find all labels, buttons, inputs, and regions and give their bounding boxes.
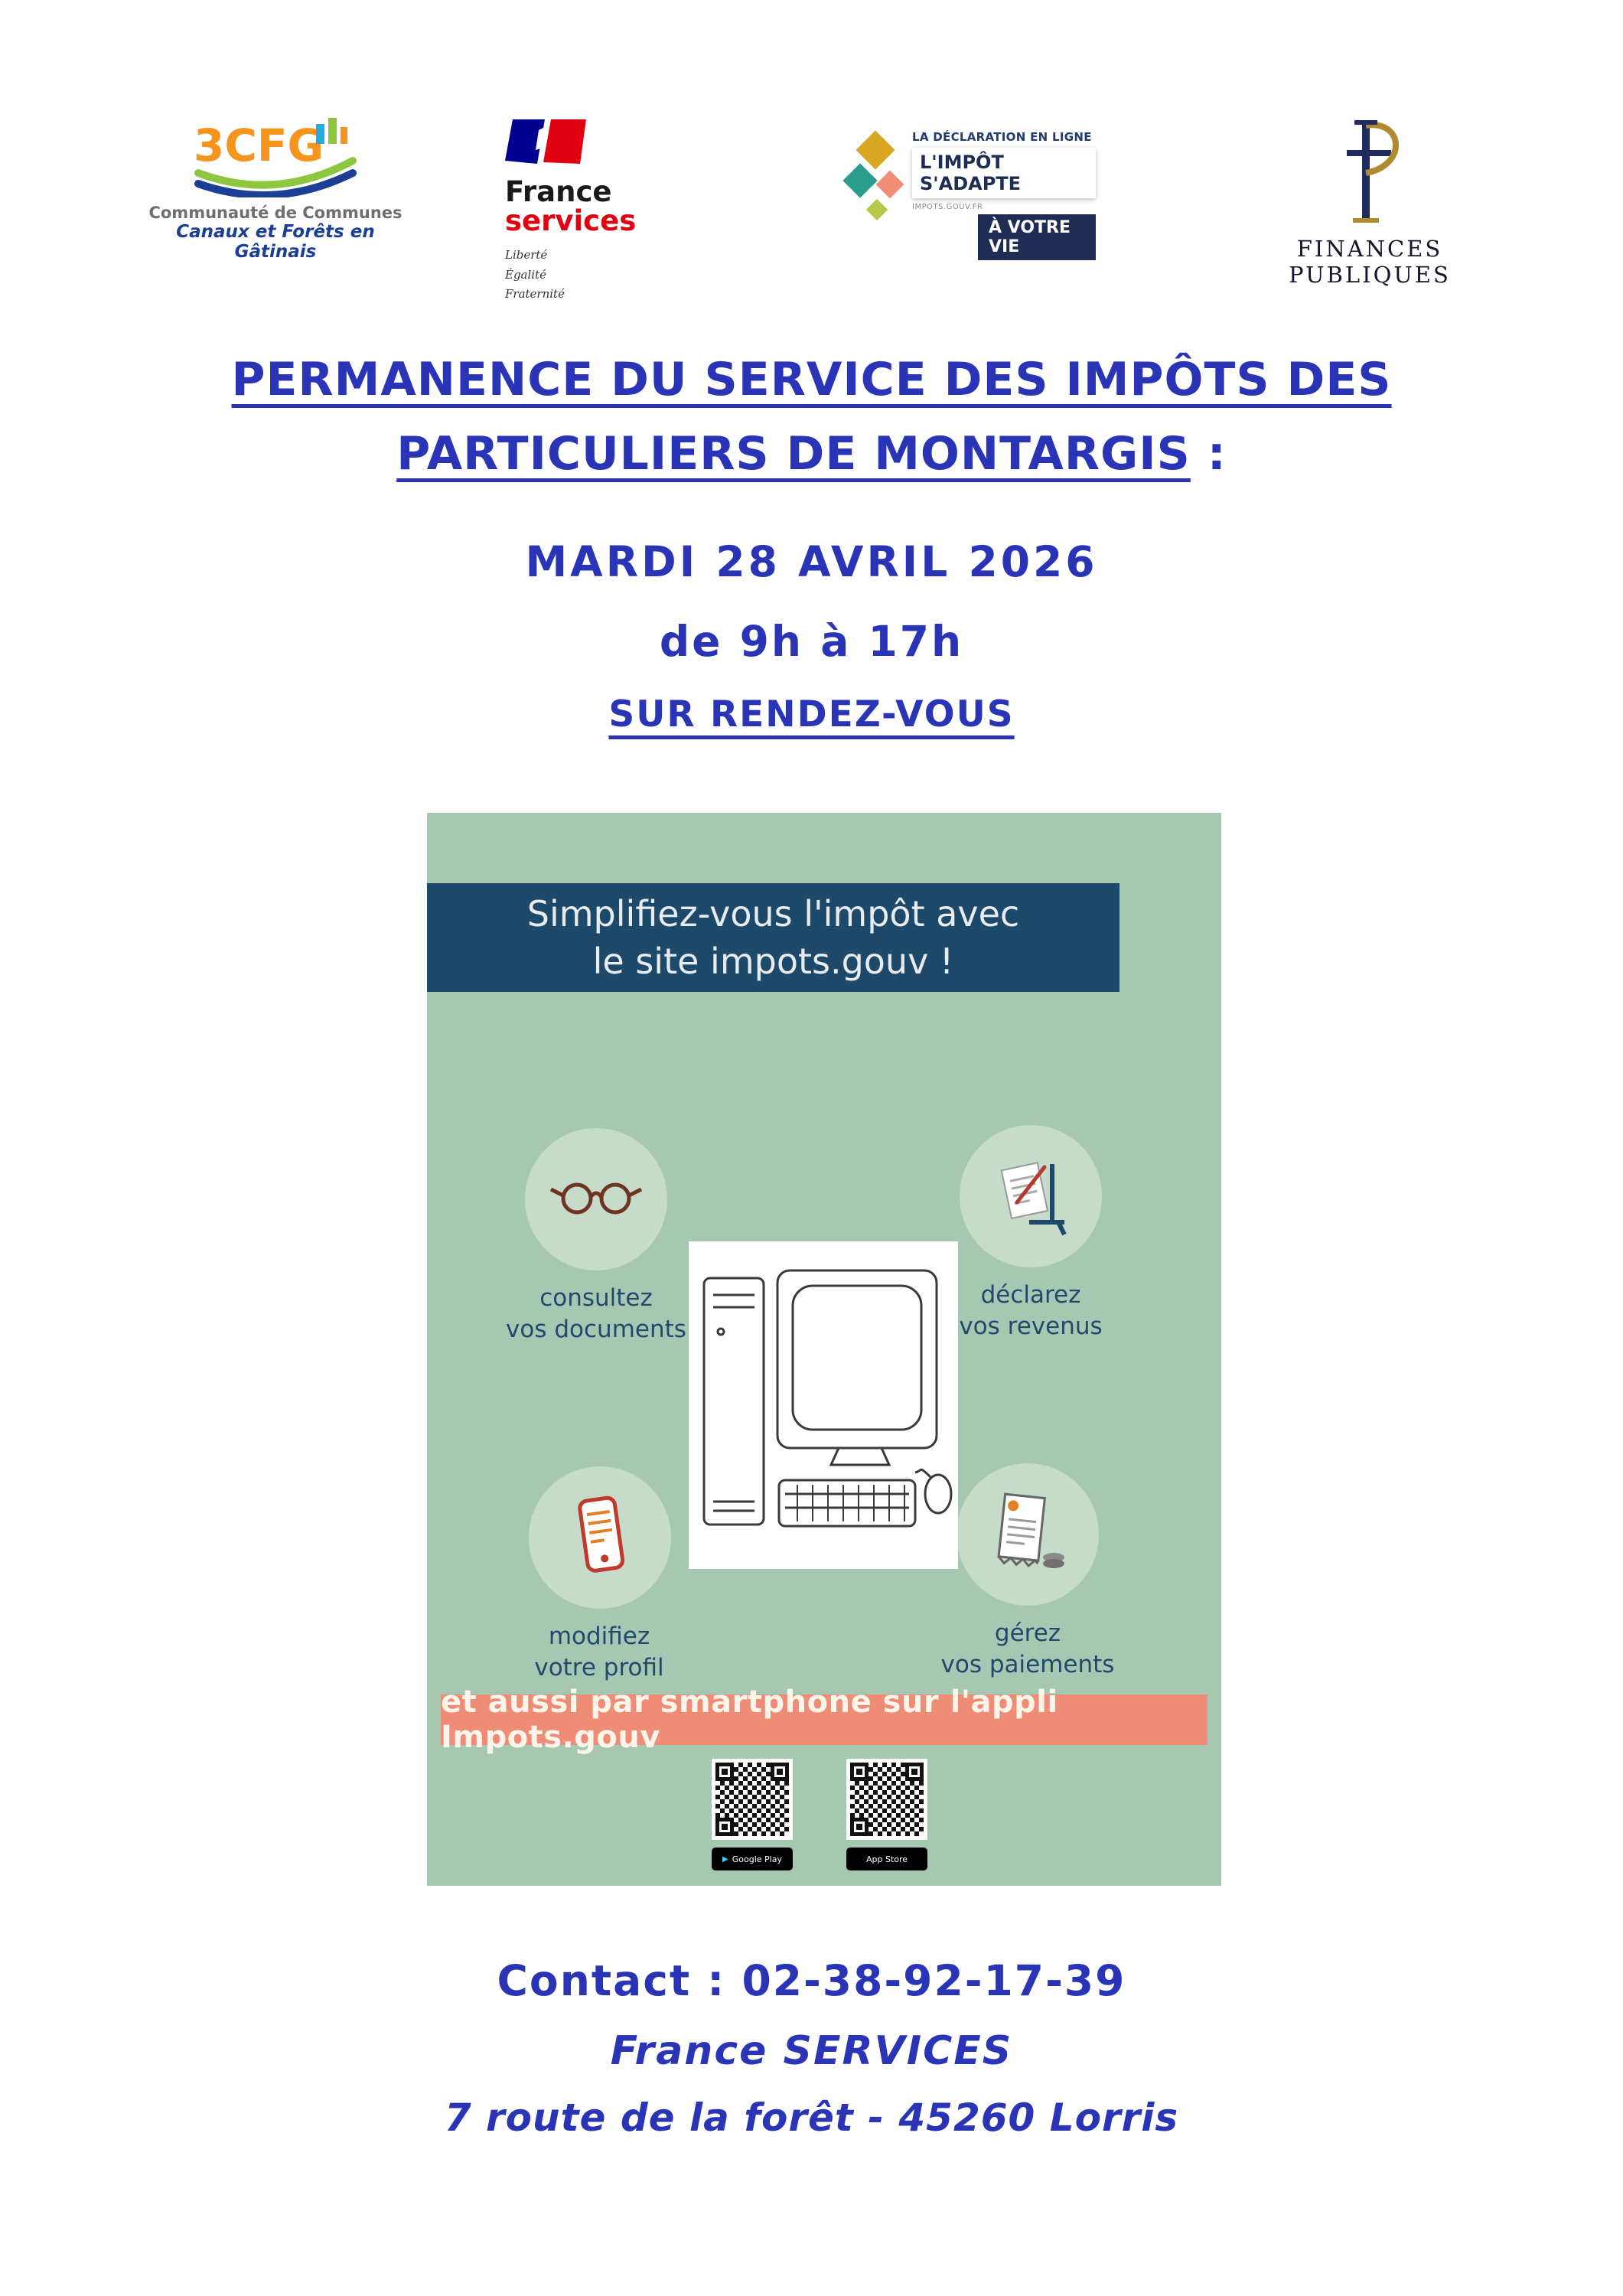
qr-finder-icon <box>850 1763 869 1781</box>
declaration-badge-text: LA DÉCLARATION EN LIGNE L'IMPÔT S'ADAPTE… <box>912 130 1096 260</box>
appointment-note: SUR RENDEZ-VOUS <box>0 693 1623 735</box>
motto-egalite: Égalité <box>505 267 546 282</box>
feature-profil-line1: modifiez <box>548 1623 650 1650</box>
feature-documents-line2: vos documents <box>506 1315 686 1343</box>
qr-code-app-store <box>846 1759 927 1840</box>
feature-paiements-line2: vos paiements <box>940 1650 1115 1678</box>
poster-headline-line-1: Simplifiez-vous l'impôt avec <box>526 892 1020 934</box>
title-line-2-suffix: : <box>1190 427 1227 481</box>
feature-label-profil: modifiez votre profil <box>481 1621 718 1684</box>
fs-word-services: services <box>505 204 637 237</box>
france-services-wordmark: France services <box>505 178 650 235</box>
declaration-line-4: À VOTRE VIE <box>978 214 1096 260</box>
french-flag-icon <box>505 119 591 173</box>
finances-publiques-label: FINANCES PUBLIQUES <box>1289 236 1451 288</box>
title-line-2: PARTICULIERS DE MONTARGIS <box>396 427 1191 481</box>
google-play-badge: ▶ Google Play <box>712 1848 793 1870</box>
qr-finder-icon <box>771 1763 789 1781</box>
appointment-text: SUR RENDEZ-VOUS <box>608 693 1015 735</box>
feature-label-paiements: gérez vos paiements <box>909 1618 1146 1681</box>
page-title: PERMANENCE DU SERVICE DES IMPÔTS DES PAR… <box>0 343 1623 491</box>
declaration-en-ligne-badge: LA DÉCLARATION EN LIGNE L'IMPÔT S'ADAPTE… <box>836 124 1096 260</box>
feature-revenus-line1: déclarez <box>980 1281 1081 1309</box>
svg-text:3CFG: 3CFG <box>194 119 324 171</box>
declaration-line-1: LA DÉCLARATION EN LIGNE <box>912 130 1092 144</box>
qr-finder-icon <box>715 1818 734 1836</box>
motto-liberte: Liberté <box>505 248 548 263</box>
declaration-line-2: L'IMPÔT S'ADAPTE <box>912 148 1096 198</box>
qr-code-google-play <box>712 1759 793 1840</box>
title-line-1: PERMANENCE DU SERVICE DES IMPÔTS DES <box>231 353 1392 406</box>
glasses-icon <box>546 1172 646 1226</box>
feature-circle-documents <box>525 1128 667 1270</box>
play-triangle-icon: ▶ <box>722 1854 728 1864</box>
app-store-label: App Store <box>865 1854 908 1864</box>
impots-gouv-poster: Simplifiez-vous l'impôt avec le site imp… <box>427 813 1221 1886</box>
qr-finder-icon <box>715 1763 734 1781</box>
feature-paiements-line1: gérez <box>994 1619 1061 1647</box>
feature-circle-revenus <box>960 1125 1102 1267</box>
feature-profil-line2: votre profil <box>534 1653 664 1681</box>
smartphone-app-banner: et aussi par smartphone sur l'appli Impo… <box>441 1684 1207 1755</box>
qr-finder-icon <box>905 1763 924 1781</box>
qr-pixels <box>850 1763 924 1836</box>
contact-organisation: France SERVICES <box>610 2028 1013 2074</box>
payments-icon <box>982 1487 1074 1582</box>
event-date: MARDI 28 AVRIL 2026 <box>525 537 1098 586</box>
contact-address: 7 route de la forêt - 45260 Lorris <box>444 2095 1179 2140</box>
diamonds-icon <box>836 124 920 246</box>
cfg-logo-icon: 3CFG <box>187 118 363 201</box>
qr-finder-icon <box>850 1818 869 1836</box>
cfg-community-logo: 3CFG Communauté de Communes Canaux et Fo… <box>145 113 406 262</box>
contact-phone: Contact : 02-38-92-17-39 <box>497 1956 1126 2005</box>
french-motto: Liberté Égalité Fraternité <box>505 246 650 305</box>
declaration-icon <box>985 1149 1077 1244</box>
fs-word-france: France <box>505 175 612 208</box>
cfg-subtitle-1: Communauté de Communes <box>148 204 402 222</box>
qr-pixels <box>715 1763 789 1836</box>
app-store-badge: App Store <box>846 1848 927 1870</box>
google-play-label: Google Play <box>732 1854 782 1864</box>
feature-label-documents: consultez vos documents <box>477 1283 715 1345</box>
feature-label-revenus: déclarez vos revenus <box>912 1280 1149 1342</box>
fp-monogram-icon <box>1324 120 1416 231</box>
poster-headline-line-2: le site impots.gouv ! <box>592 941 954 982</box>
feature-circle-paiements <box>957 1463 1099 1606</box>
smartphone-icon <box>558 1490 642 1585</box>
feature-circle-profil <box>529 1466 671 1609</box>
declaration-line-3: IMPOTS.GOUV.FR <box>912 203 983 211</box>
poster-headline: Simplifiez-vous l'impôt avec le site imp… <box>427 883 1119 992</box>
cfg-subtitle-2: Canaux et Forêts en Gâtinais <box>176 222 375 262</box>
event-hours: de 9h à 17h <box>659 617 964 666</box>
france-services-logo: France services Liberté Égalité Fraterni… <box>505 115 650 305</box>
feature-documents-line1: consultez <box>539 1284 653 1312</box>
finances-publiques-logo: FINANCES PUBLIQUES <box>1217 106 1523 288</box>
motto-fraternite: Fraternité <box>505 287 565 302</box>
computer-illustration <box>689 1241 958 1569</box>
feature-revenus-line2: vos revenus <box>959 1312 1103 1340</box>
